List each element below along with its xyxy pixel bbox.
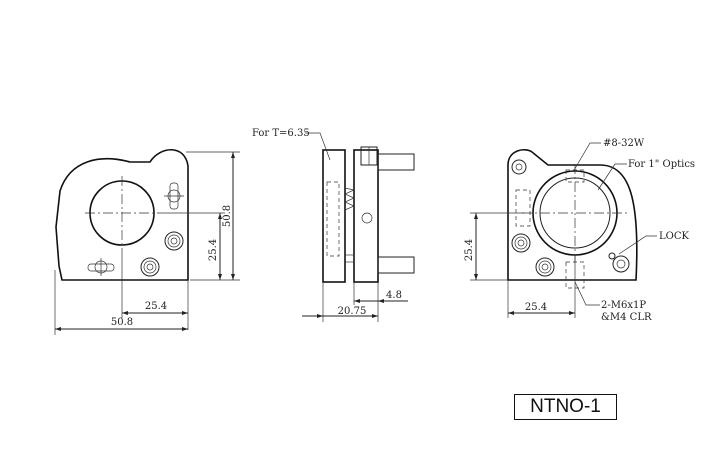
side-dim-depth: 20.75 (338, 306, 367, 317)
rear-view: #8-32W For 1" Optics LOCK 2-M6x1P &M4 CL… (464, 138, 695, 323)
side-view: For T=6.35 20.75 4.8 (252, 128, 415, 322)
rear-mount-note-2: &M4 CLR (601, 312, 652, 323)
front-adjuster-upper (164, 231, 184, 251)
side-thickness-note: For T=6.35 (252, 128, 310, 139)
rear-dim-hole-width: 25.4 (525, 302, 547, 313)
rear-adjuster-low (535, 257, 555, 277)
front-slot-screw-top (164, 182, 184, 210)
rear-thread-note: #8-32W (603, 138, 645, 149)
rear-mount-note-1: 2-M6x1P (601, 300, 646, 311)
rear-mount-outline (507, 149, 638, 281)
front-adjuster-lower (140, 257, 160, 277)
rear-lock-note: LOCK (659, 231, 689, 242)
side-rear-plate (353, 149, 379, 283)
front-dim-hole-height: 25.4 (208, 239, 219, 261)
side-lower-shaft (377, 256, 415, 274)
front-mount-outline (55, 149, 189, 281)
model-label: NTNO-1 (514, 394, 617, 420)
front-dim-height: 50.8 (222, 205, 233, 227)
rear-hole-top (511, 159, 527, 175)
side-front-plate (322, 149, 346, 283)
rear-optic-note: For 1" Optics (628, 159, 695, 170)
rear-adjuster-mid (511, 233, 531, 253)
rear-dim-hole-height: 25.4 (464, 239, 475, 261)
side-upper-shaft (377, 153, 415, 171)
front-dim-width: 50.8 (111, 317, 133, 328)
front-slot-screw-bottom (87, 258, 115, 276)
side-spring (344, 187, 356, 211)
front-view: 50.8 25.4 25.4 50.8 (54, 149, 240, 335)
rear-lock-screw (608, 252, 630, 273)
side-dim-offset: 4.8 (386, 290, 402, 301)
front-dim-hole-width: 25.4 (145, 301, 167, 312)
